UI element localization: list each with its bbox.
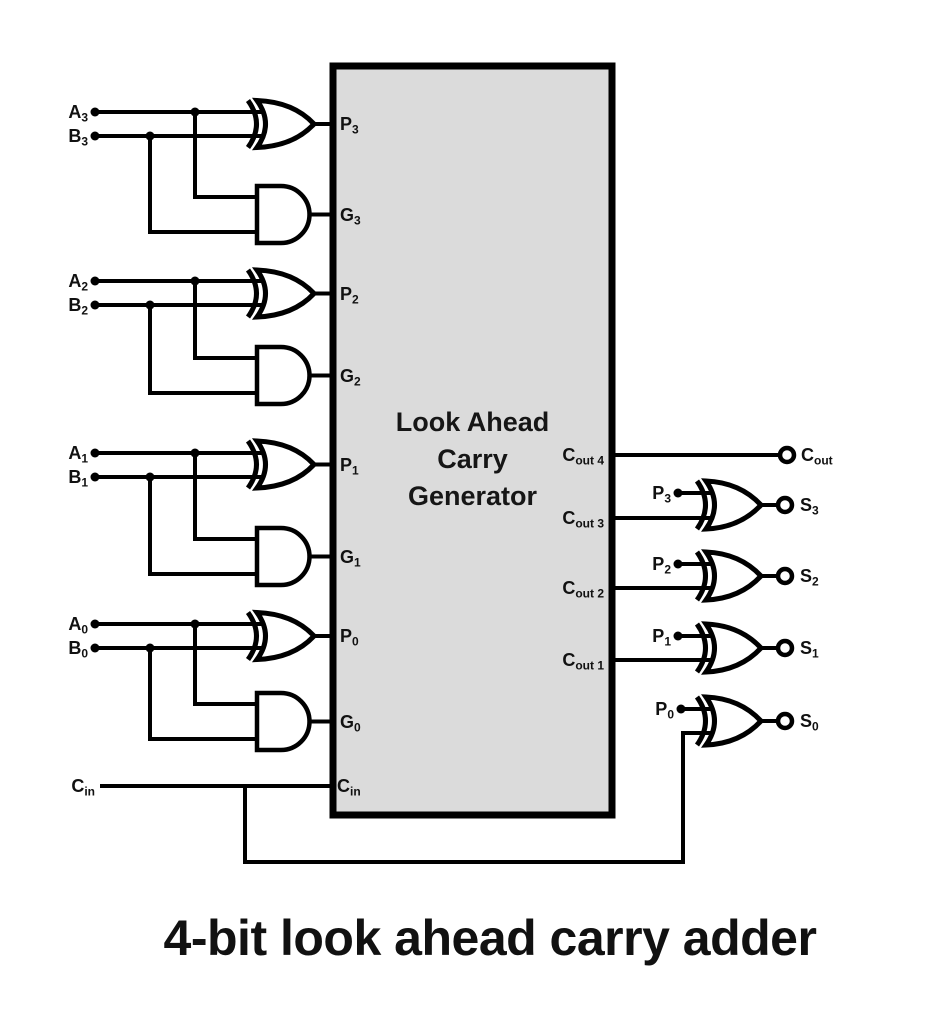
and-gate-bit0 (254, 690, 312, 753)
port-label-p3: P3 (340, 114, 359, 137)
label-xp3: P3 (652, 483, 671, 506)
label-a0: A0 (68, 614, 88, 637)
label-s0: S0 (800, 711, 819, 734)
xor-gate-sum2 (694, 549, 765, 603)
wire-bit2 (95, 279, 268, 395)
sum-xor-gates (694, 478, 765, 748)
label-a2: A2 (68, 271, 88, 294)
label-a1: A1 (68, 443, 88, 466)
and-gate-bit1 (254, 525, 312, 588)
generator-box-title: Look Ahead Carry Generator (333, 404, 612, 515)
port-label-p1: P1 (340, 455, 359, 478)
xor-gate-bit3 (245, 97, 318, 151)
and-gate-bit3 (254, 183, 312, 246)
and-gate-bit2 (254, 344, 312, 407)
label-a3: A3 (68, 102, 88, 125)
generator-box-title-line1: Look Ahead (395, 407, 550, 437)
generator-box-title-line3: Generator (407, 481, 538, 511)
output-terminals (775, 445, 797, 731)
wire-s-outputs (759, 503, 778, 723)
wire-bit0 (95, 622, 268, 741)
port-label-p0: P0 (340, 626, 359, 649)
wire-pg-ports (306, 122, 334, 724)
wire-cin-loop (243, 731, 712, 864)
port-label-g3: G3 (340, 205, 361, 228)
xor-gate-sum0 (694, 694, 765, 748)
label-s1: S1 (800, 638, 819, 661)
port-label-cin: Cin (337, 776, 361, 799)
generator-box-title-line2: Carry (437, 444, 508, 474)
xor-gate-bit1 (245, 438, 318, 491)
xor-gate-bit0 (245, 609, 318, 663)
label-b0: B0 (68, 638, 88, 661)
propagate-xor-gates (245, 97, 318, 663)
label-b2: B2 (68, 295, 88, 318)
port-label-g2: G2 (340, 366, 361, 389)
xor-gate-bit2 (245, 267, 318, 320)
port-label-cout1: Cout 1 (562, 650, 604, 673)
label-cin-input: Cin (71, 776, 95, 799)
port-label-p2: P2 (340, 284, 359, 307)
generate-and-gates (254, 183, 312, 753)
terminal-s1 (775, 638, 795, 658)
xor-gate-sum1 (694, 621, 765, 675)
label-xp0: P0 (655, 699, 674, 722)
label-b1: B1 (68, 467, 88, 490)
label-cout: Cout (801, 445, 833, 468)
carry-generator-box (329, 62, 616, 819)
port-label-cout2: Cout 2 (562, 578, 604, 601)
label-xp1: P1 (652, 626, 671, 649)
terminal-s3 (775, 495, 795, 515)
xor-gate-sum3 (694, 478, 765, 532)
junction-dots (90, 107, 686, 714)
label-b3: B3 (68, 126, 88, 149)
port-label-g1: G1 (340, 547, 361, 570)
label-s3: S3 (800, 495, 819, 518)
wire-bit3 (95, 110, 268, 234)
diagram-caption: 4-bit look ahead carry adder (163, 910, 817, 966)
wires (95, 110, 780, 864)
label-s2: S2 (800, 566, 819, 589)
terminal-s0 (775, 711, 795, 731)
wire-bit1 (95, 451, 268, 576)
label-xp2: P2 (652, 554, 671, 577)
terminal-cout (777, 445, 797, 465)
port-label-g0: G0 (340, 712, 361, 735)
port-label-cout4: Cout 4 (562, 445, 604, 468)
port-label-cout3: Cout 3 (562, 508, 604, 531)
terminal-s2 (775, 566, 795, 586)
